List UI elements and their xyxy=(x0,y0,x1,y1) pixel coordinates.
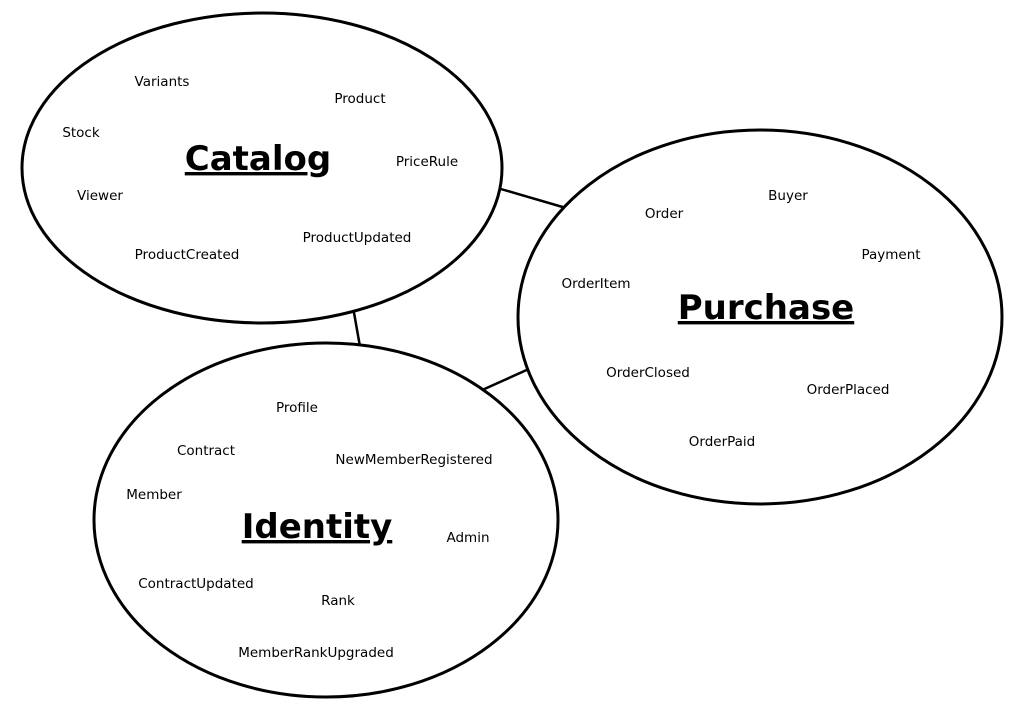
catalog-ellipse xyxy=(20,11,504,325)
term-orderitem: OrderItem xyxy=(561,276,630,292)
term-viewer: Viewer xyxy=(77,188,123,204)
purchase-title: Purchase xyxy=(678,288,855,328)
purchase-ellipse xyxy=(516,128,1004,506)
term-orderclosed: OrderClosed xyxy=(606,365,690,381)
term-rank: Rank xyxy=(321,593,355,609)
term-variants: Variants xyxy=(135,74,190,90)
term-pricerule: PriceRule xyxy=(396,154,458,170)
term-orderpaid: OrderPaid xyxy=(689,434,756,450)
identity-title: Identity xyxy=(242,507,393,547)
purchase-context: Purchase Buyer Order Payment OrderItem O… xyxy=(516,128,1004,506)
term-contract: Contract xyxy=(177,443,235,459)
term-profile: Profile xyxy=(276,400,318,416)
term-payment: Payment xyxy=(861,247,920,263)
term-buyer: Buyer xyxy=(768,188,808,204)
term-order: Order xyxy=(645,206,684,222)
term-member: Member xyxy=(126,487,182,503)
term-newmemberregistered: NewMemberRegistered xyxy=(335,452,492,468)
term-product: Product xyxy=(334,91,385,107)
identity-ellipse xyxy=(92,341,560,699)
term-memberrankupgraded: MemberRankUpgraded xyxy=(238,645,394,661)
term-contractupdated: ContractUpdated xyxy=(138,576,254,592)
term-admin: Admin xyxy=(446,530,489,546)
term-productupdated: ProductUpdated xyxy=(303,230,412,246)
term-orderplaced: OrderPlaced xyxy=(807,382,890,398)
catalog-title: Catalog xyxy=(185,139,331,179)
catalog-context: Catalog Variants Product Stock PriceRule… xyxy=(20,11,504,325)
term-productcreated: ProductCreated xyxy=(135,247,240,263)
identity-context: Identity Profile Contract NewMemberRegis… xyxy=(92,341,560,699)
term-stock: Stock xyxy=(62,125,100,141)
